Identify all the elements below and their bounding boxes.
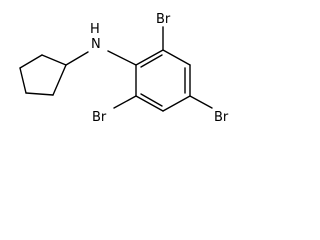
- bond-to-br-right: [189, 95, 213, 109]
- bond-ring-left: [19, 67, 27, 94]
- bond-c5-c6: [135, 95, 164, 112]
- bond-c4-c5: [162, 95, 191, 112]
- bond-ring-top-left: [19, 54, 43, 69]
- bond-ring-bottom: [25, 92, 54, 96]
- double-bond-c1-c2: [140, 54, 163, 68]
- structure-diagram: N H Br Br Br: [19, 12, 229, 125]
- nh-label-h: H: [90, 22, 100, 37]
- bond-ring-top-right: [41, 54, 67, 66]
- bond-c2-c3: [162, 49, 191, 66]
- benzene-ring: [135, 49, 191, 112]
- br-right-label: Br: [214, 110, 229, 125]
- bond-ring-to-n: [65, 51, 89, 66]
- double-bond-c5-c6: [140, 93, 163, 107]
- bond-c1-c2: [135, 49, 164, 66]
- br-bottom-left-label: Br: [92, 110, 107, 125]
- bond-ring-right: [52, 64, 67, 96]
- br-top-label: Br: [156, 12, 171, 27]
- cyclopentane-ring: [19, 54, 67, 96]
- bond-n-to-aryl: [107, 50, 137, 66]
- bond-to-br-bottom-left: [113, 95, 137, 109]
- nh-label-n: N: [91, 37, 101, 52]
